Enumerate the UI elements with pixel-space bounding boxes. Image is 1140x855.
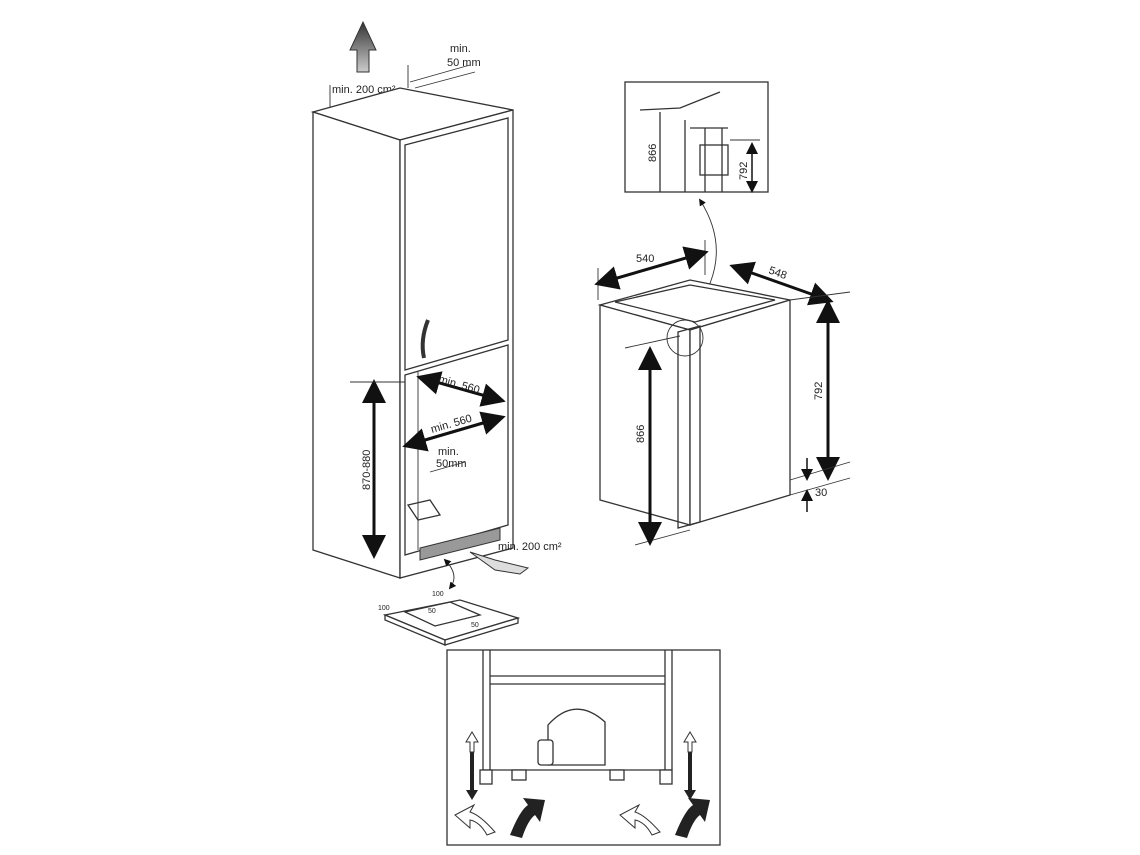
plate-label: 50	[428, 608, 436, 615]
plate-label: 100	[432, 591, 444, 598]
compressor	[547, 708, 606, 766]
foot-gap-dim: 30	[815, 487, 827, 499]
ventilation-inset	[446, 649, 721, 846]
rear-gap-label: min.	[438, 446, 459, 458]
vertical-arrow	[465, 731, 479, 753]
airflow-out-arrow	[510, 798, 545, 838]
rear-gap-label-2: 50mm	[436, 458, 467, 470]
cabinet: min. 200 cm² min. 50 mm min. 560 min. 56…	[310, 20, 562, 590]
rear-height-dim: 792	[813, 382, 825, 400]
vent-grille	[419, 527, 501, 561]
appliance: 540 548 792 30 866	[594, 240, 851, 546]
niche-height-label: 870-880	[361, 450, 373, 490]
detail-left-dim: 866	[647, 144, 659, 162]
vertical-arrow	[684, 752, 696, 800]
vertical-arrow	[683, 731, 697, 753]
depth-dim: 548	[767, 265, 788, 283]
airflow-in-arrow	[454, 803, 496, 836]
base-plate: 100 50 100 50	[378, 591, 521, 646]
detail-inset: 866 792	[624, 81, 769, 312]
plate-label: 50	[471, 622, 479, 629]
top-vent-arrow	[349, 20, 377, 73]
bottom-vent-label: min. 200 cm²	[498, 541, 562, 553]
detail-highlight	[666, 319, 704, 357]
width-dim: 540	[636, 253, 654, 265]
airflow-in-arrow	[619, 803, 661, 836]
top-gap-label-2: 50 mm	[447, 57, 481, 69]
detail-right-dim: 792	[738, 162, 750, 180]
bottom-vent-arrow	[469, 551, 530, 575]
front-height-dim: 866	[635, 425, 647, 443]
airflow-out-arrow	[675, 798, 710, 838]
plate-label: 100	[378, 605, 390, 612]
top-gap-label: min.	[450, 43, 471, 55]
vertical-arrow	[466, 752, 478, 800]
door-handle	[420, 319, 430, 359]
